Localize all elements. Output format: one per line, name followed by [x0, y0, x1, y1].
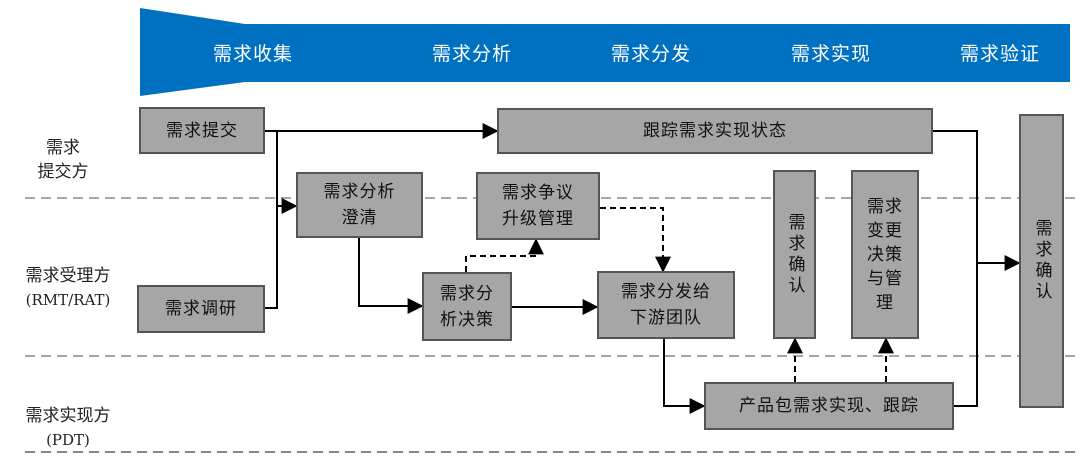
line-implement-to-right [954, 263, 978, 407]
lane-submitter-name: 需求 提交方 [37, 138, 89, 182]
lane-implementer-name: 需求实现方 [25, 406, 111, 426]
arrow-clarify-to-decision [358, 238, 424, 314]
banner-bar [245, 24, 1070, 82]
stage-collect: 需求收集 [213, 43, 294, 65]
line-research-to-clarify [265, 206, 278, 309]
box-implement-track: 产品包需求实现、跟踪 [704, 382, 954, 430]
banner-funnel-shape [140, 8, 245, 96]
stage-banner [140, 8, 1070, 96]
box-clarify: 需求分析 澄清 [296, 172, 423, 238]
lane-implementer-sub: (PDT) [46, 431, 90, 449]
arrow-distribute-to-implement [663, 339, 706, 414]
lane-acceptor-name: 需求受理方 [25, 266, 111, 286]
box-change-management: 需求 变更 决策 与管 理 [851, 170, 919, 339]
lane-acceptor-sub: (RMT/RAT) [25, 291, 111, 309]
lane-implementer: 需求实现方 (PDT) [8, 380, 128, 476]
box-final-confirm: 需求确认 [1019, 114, 1064, 408]
box-distribute: 需求分发给 下游团队 [597, 271, 735, 339]
box-decision: 需求分 析决策 [422, 272, 512, 341]
lane-acceptor: 需求受理方 (RMT/RAT) [8, 240, 128, 336]
box-research: 需求调研 [137, 285, 265, 333]
stage-verify: 需求验证 [960, 43, 1041, 65]
stage-distribute: 需求分发 [611, 43, 692, 65]
line-track-to-right [933, 130, 978, 263]
arrow-dispute-to-distribute [600, 207, 671, 273]
line-submit-to-clarify [265, 130, 298, 214]
lane-submitter: 需求 提交方 [18, 112, 108, 184]
box-dispute: 需求争议 升级管理 [476, 172, 600, 240]
box-confirm: 需求确认 [773, 170, 816, 339]
arrow-decision-to-dispute [465, 238, 544, 272]
stage-analyze: 需求分析 [432, 43, 513, 65]
stage-implement: 需求实现 [791, 43, 872, 65]
box-submit-request: 需求提交 [139, 107, 265, 154]
box-track-status: 跟踪需求实现状态 [497, 108, 933, 154]
